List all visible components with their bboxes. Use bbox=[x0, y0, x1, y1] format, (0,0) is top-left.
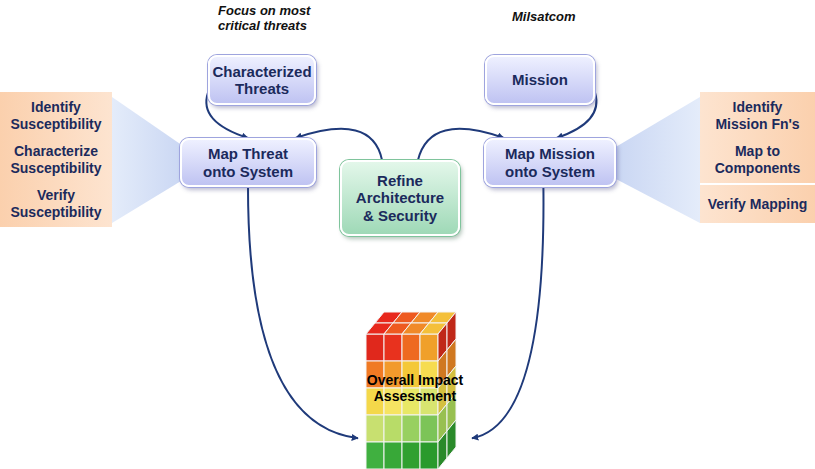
node-text: Map Threat onto System bbox=[196, 145, 300, 180]
node-text: Mission bbox=[512, 71, 568, 88]
node-text: Characterized Threats bbox=[212, 63, 311, 98]
mission-box: Mission bbox=[485, 55, 595, 105]
node-text: Verify Susceptibility bbox=[6, 187, 106, 219]
step-tab: Identify Mission Fn's bbox=[700, 92, 815, 139]
fan-connector bbox=[112, 97, 186, 223]
node-text: Map to Components bbox=[706, 143, 809, 175]
annotation-label: Milsatcom bbox=[512, 10, 602, 25]
step-tab: Verify Mapping bbox=[700, 185, 815, 223]
node-text: Overall Impact Assessment bbox=[358, 372, 472, 404]
node-text: Verify Mapping bbox=[708, 196, 808, 212]
step-tab: Verify Susceptibility bbox=[0, 180, 112, 227]
node-text: Map Mission onto System bbox=[500, 145, 600, 180]
node-text: Identify Susceptibility bbox=[6, 99, 106, 131]
process-box: Map Mission onto System bbox=[484, 138, 616, 187]
flow-arrow bbox=[472, 187, 543, 438]
annotation-label: Focus on most critical threats bbox=[218, 4, 330, 34]
step-tab: Identify Susceptibility bbox=[0, 92, 112, 139]
impact-cube: Overall Impact Assessment bbox=[358, 298, 472, 469]
step-tab: Map to Components bbox=[700, 136, 815, 183]
refine-box: Refine Architecture & Security bbox=[340, 160, 460, 236]
node-text: Characterize Susceptibility bbox=[6, 143, 106, 175]
threat-box: Characterized Threats bbox=[208, 55, 316, 105]
node-text: Refine Architecture & Security bbox=[356, 172, 444, 224]
process-box: Map Threat onto System bbox=[180, 138, 316, 187]
fan-connector bbox=[614, 97, 700, 223]
step-tab: Characterize Susceptibility bbox=[0, 136, 112, 183]
node-text: Identify Mission Fn's bbox=[706, 99, 809, 131]
